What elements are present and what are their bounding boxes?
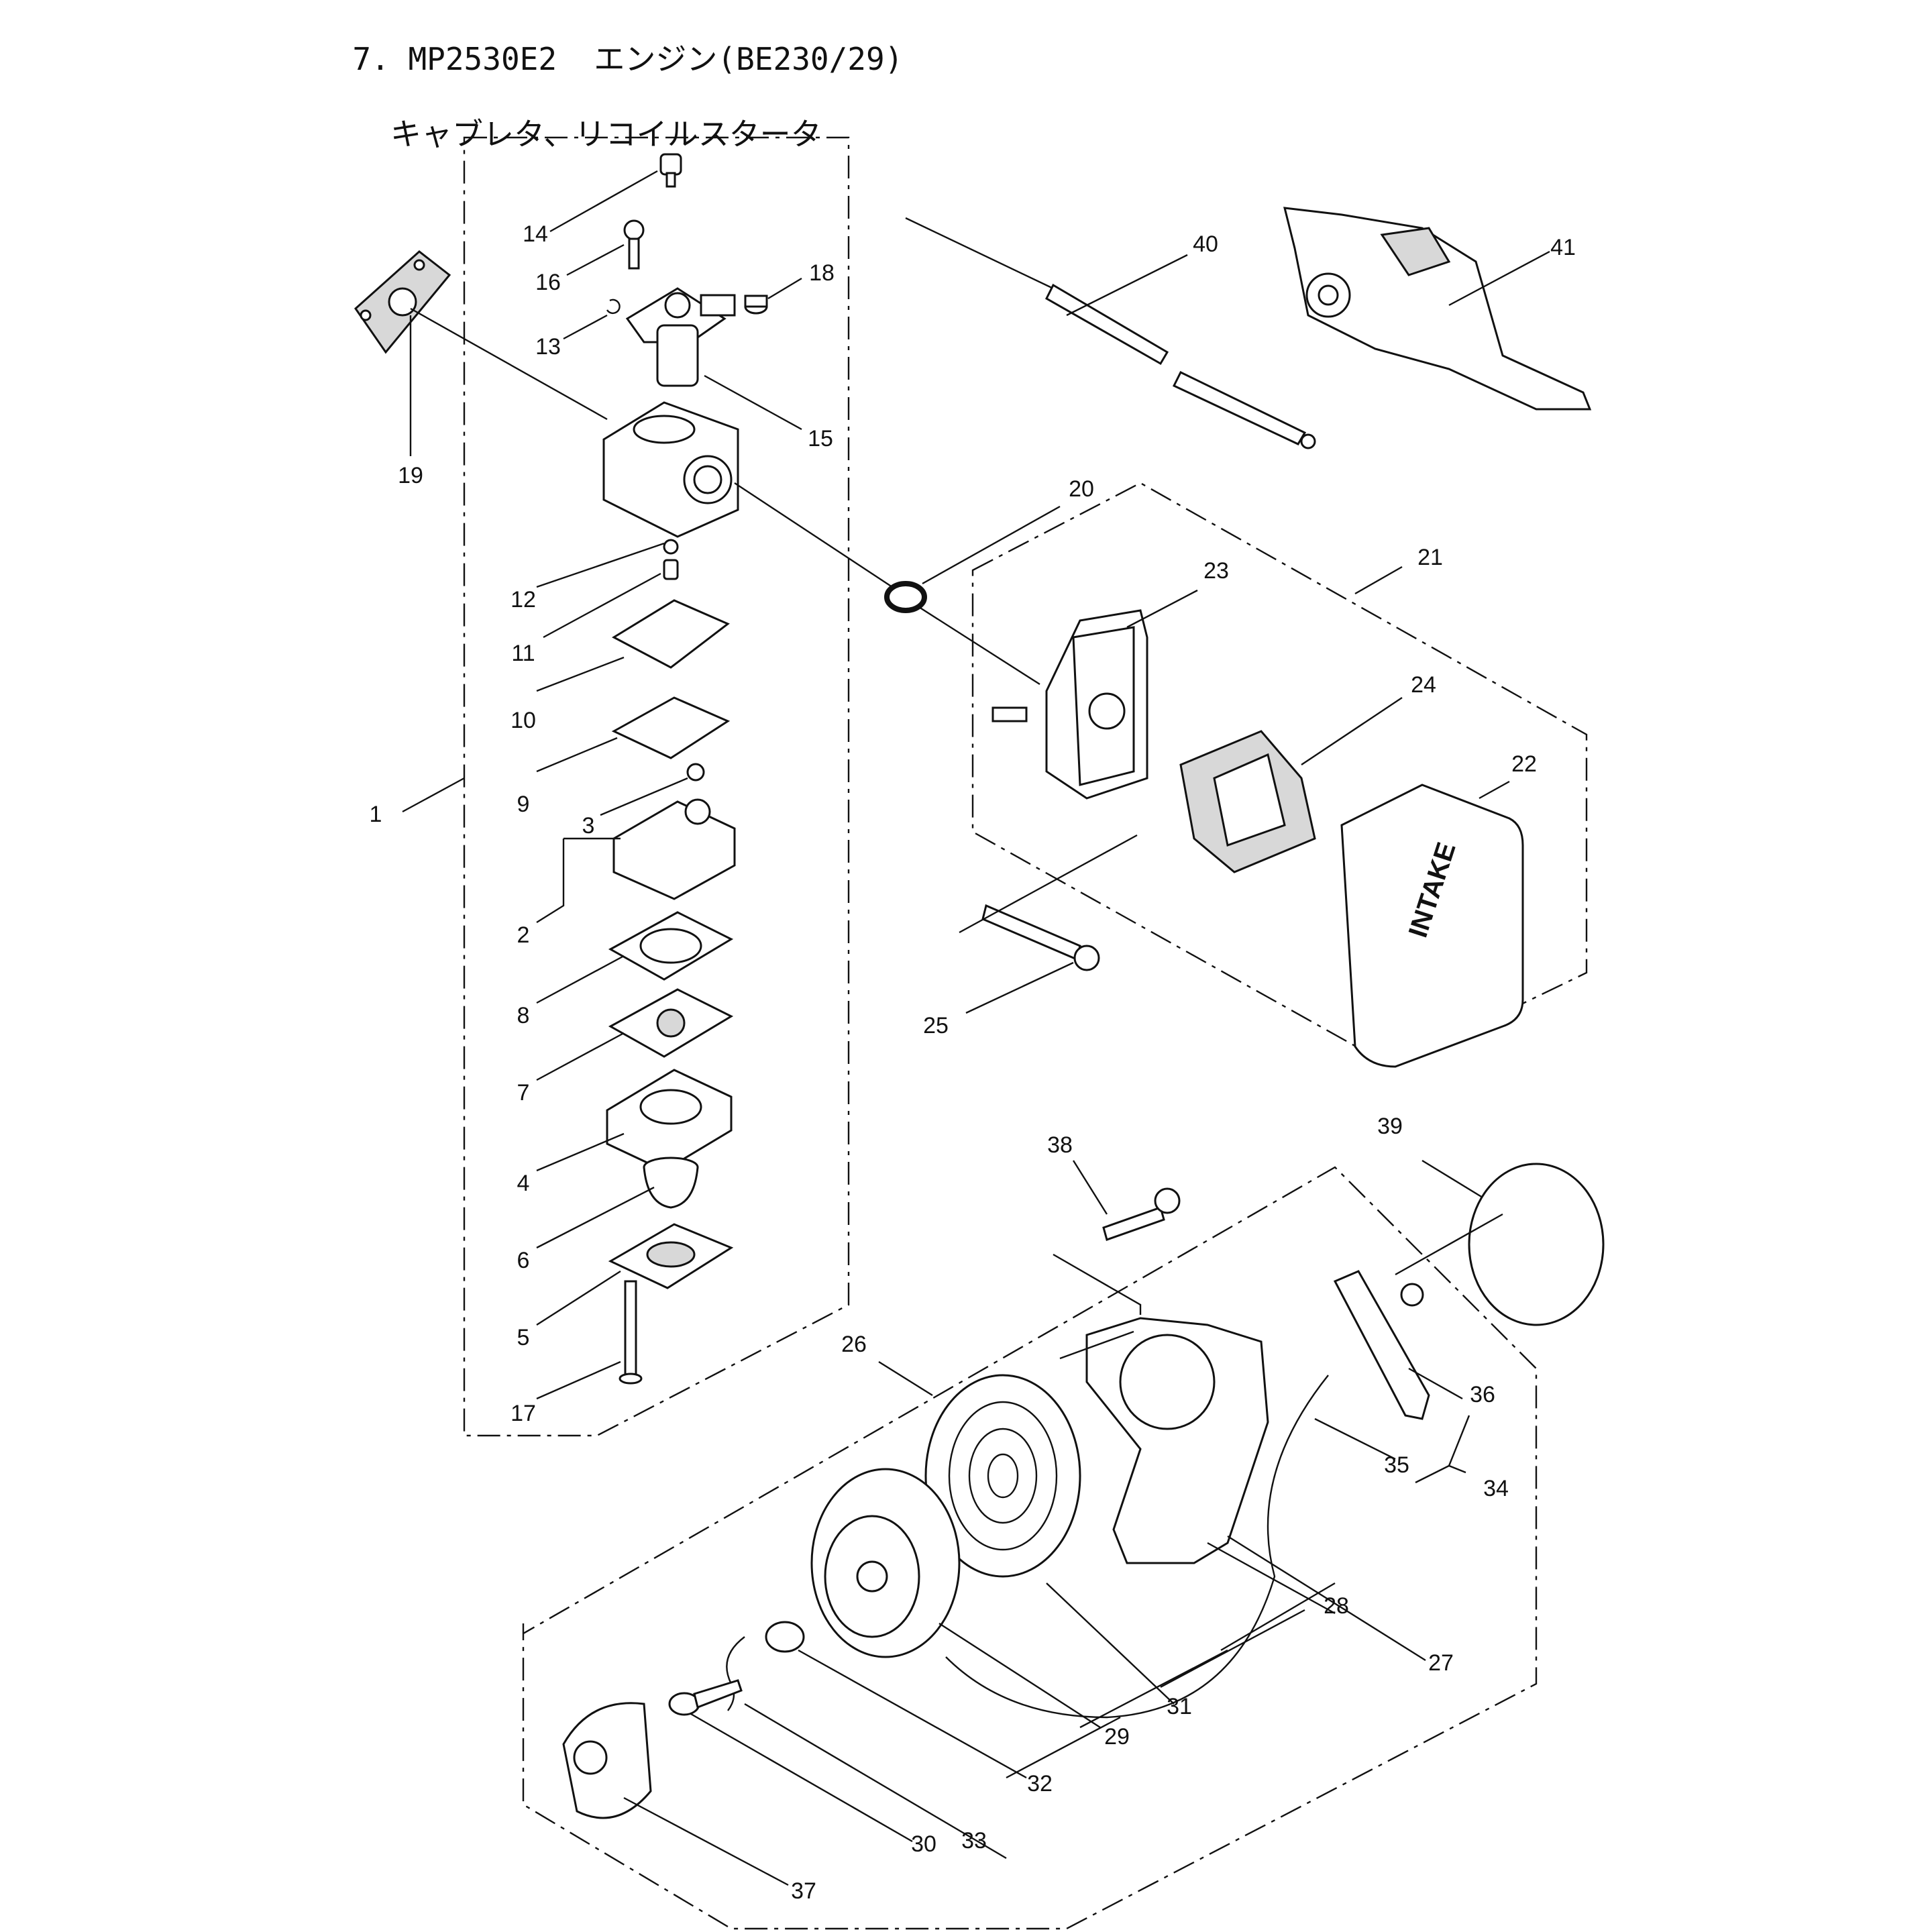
- callout-8: 8: [517, 1003, 530, 1028]
- insulator-gasket-part: [354, 250, 451, 354]
- carburetor-group-boundary: [463, 136, 850, 1437]
- spring-part: [726, 1636, 745, 1711]
- callout-26: 26: [841, 1332, 867, 1357]
- callout-23: 23: [1203, 558, 1229, 584]
- callout-4: 4: [517, 1171, 530, 1196]
- callout-34: 34: [1483, 1476, 1509, 1501]
- callout-32: 32: [1027, 1771, 1053, 1796]
- callout-16: 16: [535, 270, 561, 295]
- callout-24: 24: [1411, 672, 1436, 698]
- starter-handle-part: [1333, 1270, 1430, 1420]
- callout-30: 30: [911, 1831, 936, 1857]
- recoil-case-part: [1085, 1317, 1269, 1564]
- reel-screw-part: [668, 1679, 743, 1716]
- callout-40: 40: [1193, 231, 1218, 257]
- callout-2: 2: [517, 922, 530, 948]
- title-line-1: 7. MP2530E2 エンジン(BE230/29): [352, 41, 904, 77]
- callout-29: 29: [1104, 1724, 1130, 1750]
- callout-15: 15: [808, 426, 833, 451]
- carburetor-bolt-part: [619, 1280, 643, 1385]
- diagram-title: 7. MP2530E2 エンジン(BE230/29) キャブレタ、リコイルスター…: [315, 3, 903, 191]
- callout-labels: 14 16 13 18 15 19 12 11 10 9 3 1 2 8 7 4…: [370, 221, 1576, 1904]
- needle-part: [663, 559, 679, 580]
- callout-27: 27: [1428, 1650, 1454, 1676]
- cap-part: [744, 294, 768, 315]
- starter-bolt-part: [1102, 1187, 1181, 1241]
- starter-rope-part: [945, 1375, 1329, 1719]
- metering-cover-part: [606, 1069, 733, 1172]
- idle-screw-part: [659, 153, 682, 188]
- pulley-part: [562, 1702, 652, 1819]
- callout-36: 36: [1470, 1382, 1495, 1407]
- carburetor-body-part: [602, 401, 739, 538]
- o-ring-part: [884, 581, 927, 613]
- recoil-starter-group-boundary: [522, 1166, 1538, 1930]
- callout-19: 19: [398, 463, 423, 488]
- callout-3: 3: [582, 813, 595, 839]
- callout-31: 31: [1167, 1694, 1192, 1719]
- clip-part: [606, 299, 621, 315]
- ratchet-part: [765, 1621, 805, 1653]
- callout-25: 25: [923, 1013, 949, 1038]
- callout-38: 38: [1047, 1132, 1073, 1158]
- pump-body-part: [612, 798, 736, 900]
- reel-part: [810, 1468, 961, 1658]
- air-cleaner-group-boundary: [971, 482, 1588, 1068]
- air-cleaner-case-part: [991, 609, 1148, 800]
- callout-12: 12: [511, 587, 536, 612]
- callout-35: 35: [1384, 1452, 1409, 1478]
- callout-22: 22: [1511, 751, 1537, 777]
- metering-diaphragm-part: [608, 988, 734, 1058]
- callout-33: 33: [961, 1828, 987, 1854]
- callout-18: 18: [809, 260, 835, 286]
- callout-7: 7: [517, 1080, 530, 1106]
- callout-5: 5: [517, 1325, 530, 1350]
- callout-21: 21: [1417, 545, 1443, 570]
- primer-retainer-part: [608, 1223, 734, 1289]
- callout-14: 14: [523, 221, 548, 247]
- pump-diaphragm-part: [611, 696, 731, 759]
- metering-gasket-part: [608, 911, 734, 981]
- callout-11: 11: [511, 641, 535, 666]
- callout-37: 37: [791, 1878, 816, 1904]
- o-ring-small-part: [663, 539, 679, 555]
- callout-17: 17: [511, 1401, 536, 1426]
- leader-lines: [402, 170, 1550, 1886]
- gasket-part: [611, 599, 730, 669]
- screen-part: [686, 763, 705, 782]
- decal-part: [1468, 1163, 1605, 1326]
- air-cleaner-cover-part: INTAKE: [1340, 784, 1524, 1068]
- throttle-lever-part: [1283, 207, 1592, 411]
- callout-10: 10: [511, 708, 536, 733]
- callout-28: 28: [1324, 1593, 1349, 1619]
- throttle-cable-part: [905, 217, 1316, 449]
- primer-bulb-part: [643, 1157, 699, 1209]
- callout-20: 20: [1069, 476, 1094, 502]
- callout-41: 41: [1550, 235, 1576, 260]
- callout-9: 9: [517, 792, 530, 817]
- air-filter-part: [1179, 730, 1316, 873]
- callout-1: 1: [370, 802, 382, 827]
- callout-39: 39: [1377, 1114, 1403, 1139]
- callout-13: 13: [535, 334, 561, 360]
- title-line-2: キャブレタ、リコイルスタータ: [390, 116, 822, 152]
- throttle-screw-part: [623, 219, 645, 270]
- recoil-spring-part: [924, 1374, 1081, 1578]
- callout-6: 6: [517, 1248, 530, 1273]
- air-cleaner-bolt-part: [981, 904, 1100, 971]
- throttle-valve-part: [625, 287, 736, 387]
